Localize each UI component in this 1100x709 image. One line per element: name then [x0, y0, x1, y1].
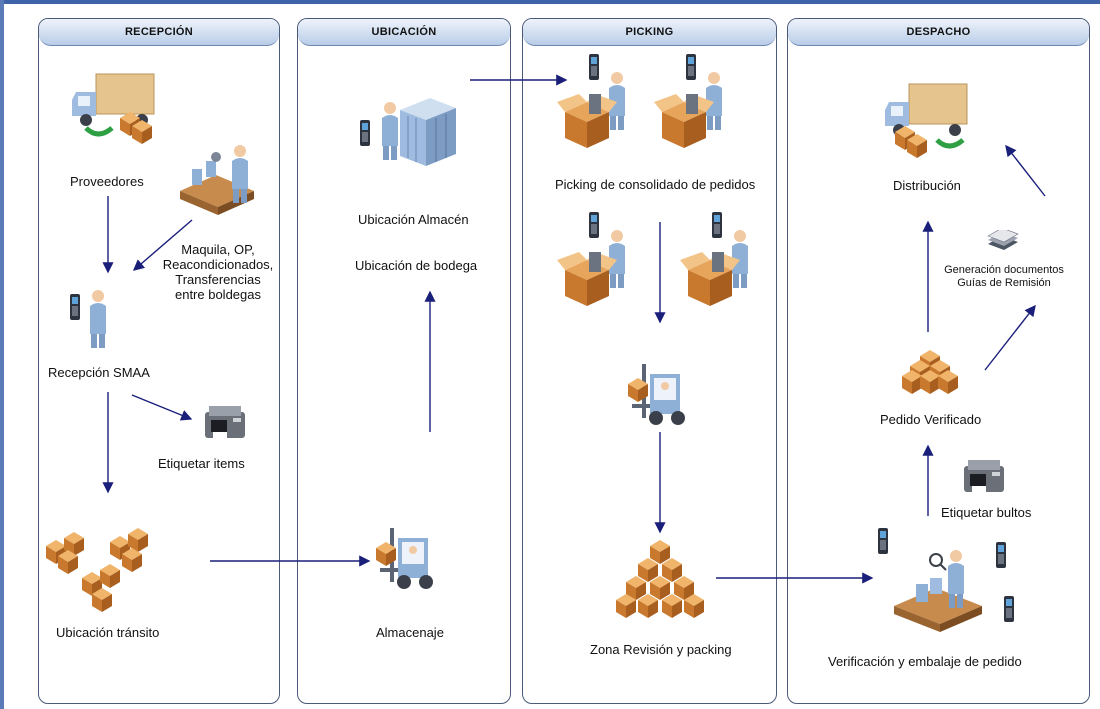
lane-header-ubicacion: UBICACIÓN	[298, 19, 510, 46]
arrow-generacion-distribucion	[1005, 144, 1046, 197]
truck-icon	[72, 73, 155, 144]
label-generacion-line1: Generación documentos	[944, 264, 1064, 276]
label-zona-revision: Zona Revisión y packing	[590, 642, 732, 657]
label-maquila-line4: entre boldegas	[174, 287, 261, 302]
label-etiquetar-items: Etiquetar items	[158, 456, 245, 471]
label-recepcion-smaa: Recepción SMAA	[48, 365, 150, 380]
label-pedido-verificado: Pedido Verificado	[880, 412, 982, 427]
printer-icon	[964, 460, 1004, 492]
label-ubicacion-transito: Ubicación tránsito	[56, 625, 160, 640]
label-almacenaje: Almacenaje	[376, 625, 444, 640]
truck-icon	[885, 83, 968, 158]
label-maquila: Maquila, OP, Reacondicionados, Transfere…	[158, 242, 278, 302]
handheld-scanner-icon	[1004, 596, 1014, 622]
arrow-maquila-recepcion	[132, 219, 193, 271]
boxes-stack-icon	[46, 528, 148, 612]
label-verificacion: Verificación y embalaje de pedido	[828, 654, 1022, 669]
lane-recepcion: RECEPCIÓN	[38, 18, 280, 704]
lane-header-recepcion: RECEPCIÓN	[39, 19, 279, 46]
picking-station-icon	[680, 212, 748, 306]
label-maquila-line3: Transferencias	[175, 272, 261, 287]
label-ubicacion-almacen: Ubicación Almacén	[358, 212, 469, 227]
label-distribucion: Distribución	[893, 178, 961, 193]
lane-header-despacho: DESPACHO	[788, 19, 1089, 46]
label-generacion-line2: Guías de Remisión	[957, 277, 1051, 289]
picking-station-icon	[557, 54, 625, 148]
label-ubicacion-bodega: Ubicación de bodega	[355, 258, 478, 273]
lane-header-picking: PICKING	[523, 19, 776, 46]
top-frame	[0, 0, 1100, 4]
left-frame	[0, 0, 4, 709]
forklift-icon	[372, 520, 442, 596]
label-maquila-line1: Maquila, OP,	[181, 242, 255, 257]
worker-scanner-icon	[70, 290, 106, 348]
handheld-scanner-icon	[996, 542, 1006, 568]
arrow-recepcion-etiquetar	[131, 394, 193, 421]
boxes-stack-icon	[616, 540, 704, 618]
documents-icon	[987, 230, 1019, 250]
label-proveedores: Proveedores	[70, 174, 144, 189]
inspection-station-icon	[894, 550, 982, 632]
forklift-icon	[622, 358, 696, 438]
packing-station-icon	[180, 145, 254, 215]
boxes-stack-icon	[902, 350, 958, 394]
picking-station-icon	[654, 54, 722, 148]
picking-station-icon	[557, 212, 625, 306]
label-etiquetar-bultos: Etiquetar bultos	[941, 505, 1032, 520]
lane-picking: PICKING	[522, 18, 777, 704]
server-rack-icon	[360, 98, 456, 166]
label-generacion: Generación documentos Guías de Remisión	[938, 264, 1070, 290]
arrow-pedido-generacion	[984, 304, 1036, 371]
label-maquila-line2: Reacondicionados,	[162, 257, 274, 272]
printer-icon	[205, 406, 245, 438]
label-picking-consolidado: Picking de consolidado de pedidos	[555, 177, 756, 192]
